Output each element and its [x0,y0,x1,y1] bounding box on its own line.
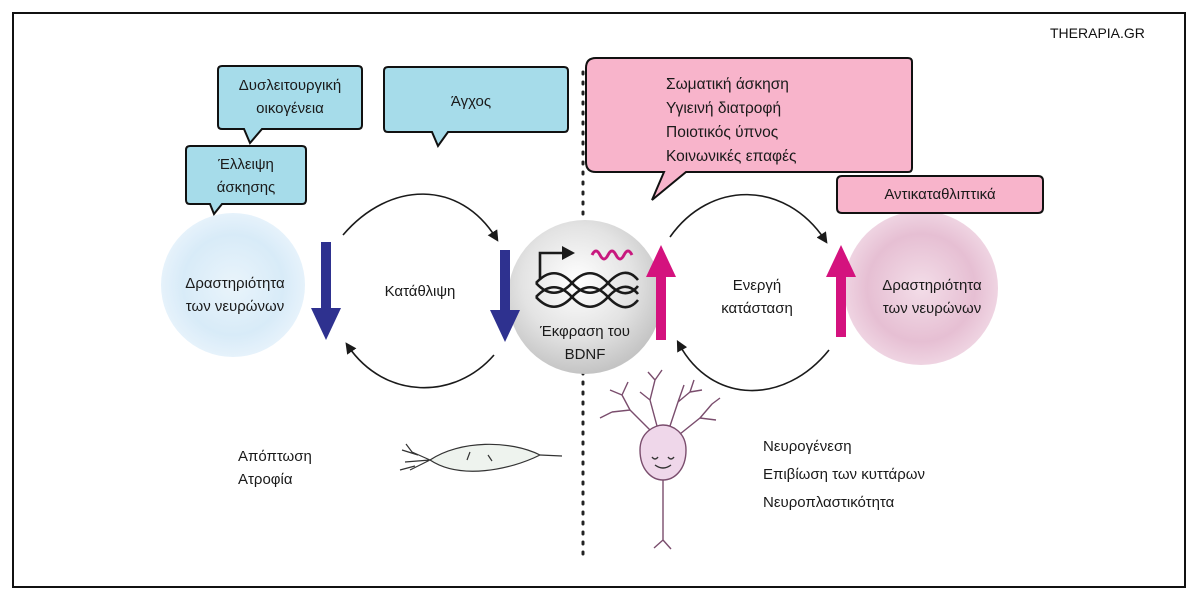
bubble-text-line: Έλλειψη [218,156,274,173]
outcome-item: Ατροφία [238,471,293,488]
label-line: Έκφραση του [539,323,631,340]
left-outcomes-list: Απόπτωση Ατροφία [238,445,312,491]
bubble-text-line: Άγχος [450,93,492,110]
bubble-healthy-habits [585,57,913,201]
bubble-dysfunctional-family [217,65,363,145]
label-line: των νευρώνων [882,300,982,317]
bubble-text-line: Σωματική άσκηση [666,76,789,93]
left-neuron-circle [161,213,305,357]
bubble-text-line: άσκησης [216,179,276,196]
mrna-wave-icon [590,249,634,261]
healthy-neuron-icon [599,369,721,550]
bubble-text-line: Κοινωνικές επαφές [666,148,797,165]
label-line: BDNF [564,346,606,363]
dna-icon [535,271,640,309]
label-line: των νευρώνων [185,298,285,315]
bubble-stress [383,66,569,149]
bdnf-up-arrow [646,245,676,340]
bubble-text-line: Αντικαταθλιπτικά [884,186,996,203]
active-state-label: Ενεργή κατάσταση [697,274,817,320]
outcome-item: Νευρογένεση [763,438,852,455]
label-line: Δραστηριότητα [185,275,285,292]
left-neuron-activity-label: Δραστηριότητα των νευρώνων [160,272,310,318]
depression-label: Κατάθλιψη [384,283,456,300]
right-neuron-circle [844,211,998,365]
right-outcomes-list: Νευρογένεση Επιβίωση των κυττάρων Νευροπ… [763,433,925,517]
bubble-text-line: οικογένεια [256,100,324,117]
bubble-antidepressants [836,175,1044,214]
left-down-arrow [311,242,341,340]
bubble-text-line: Δυσλειτουργική [238,77,342,94]
bdnf-down-arrow [490,250,520,342]
label-line: κατάσταση [721,300,793,317]
bubble-antidepressants-text: Αντικαταθλιπτικά [837,183,1043,206]
right-neuron-activity-label: Δραστηριότητα των νευρώνων [857,274,1007,320]
left-cycle-arc-bottom [345,342,495,389]
bubble-text-line: Ποιοτικός ύπνος [666,124,779,141]
outcome-item: Επιβίωση των κυττάρων [763,466,925,483]
bubble-dysfunctional-family-text: Δυσλειτουργική οικογένεια [218,74,362,120]
bubble-text-line: Υγιεινή διατροφή [666,100,782,117]
right-cycle-arc-bottom [676,340,830,392]
bubble-healthy-habits-text: Σωματική άσκηση Υγιεινή διατροφή Ποιοτικ… [666,73,796,169]
label-line: Ενεργή [732,277,782,294]
label-line: Δραστηριότητα [882,277,982,294]
left-cycle-arc-top [342,193,499,242]
bubble-lack-of-exercise-text: Έλλειψη άσκησης [186,153,306,199]
bdnf-label: Έκφραση του BDNF [525,320,645,366]
atrophic-neuron-icon [399,443,563,472]
right-up-arrow [826,245,856,337]
bubble-lack-of-exercise [185,145,307,216]
outcome-item: Απόπτωση [238,448,312,465]
right-cycle-arc-top [669,193,828,244]
transcription-arrow-icon [538,246,575,280]
brand-label: THERAPIA.GR [1050,25,1145,41]
outcome-item: Νευροπλαστικότητα [763,494,895,511]
bubble-stress-text: Άγχος [384,90,558,113]
